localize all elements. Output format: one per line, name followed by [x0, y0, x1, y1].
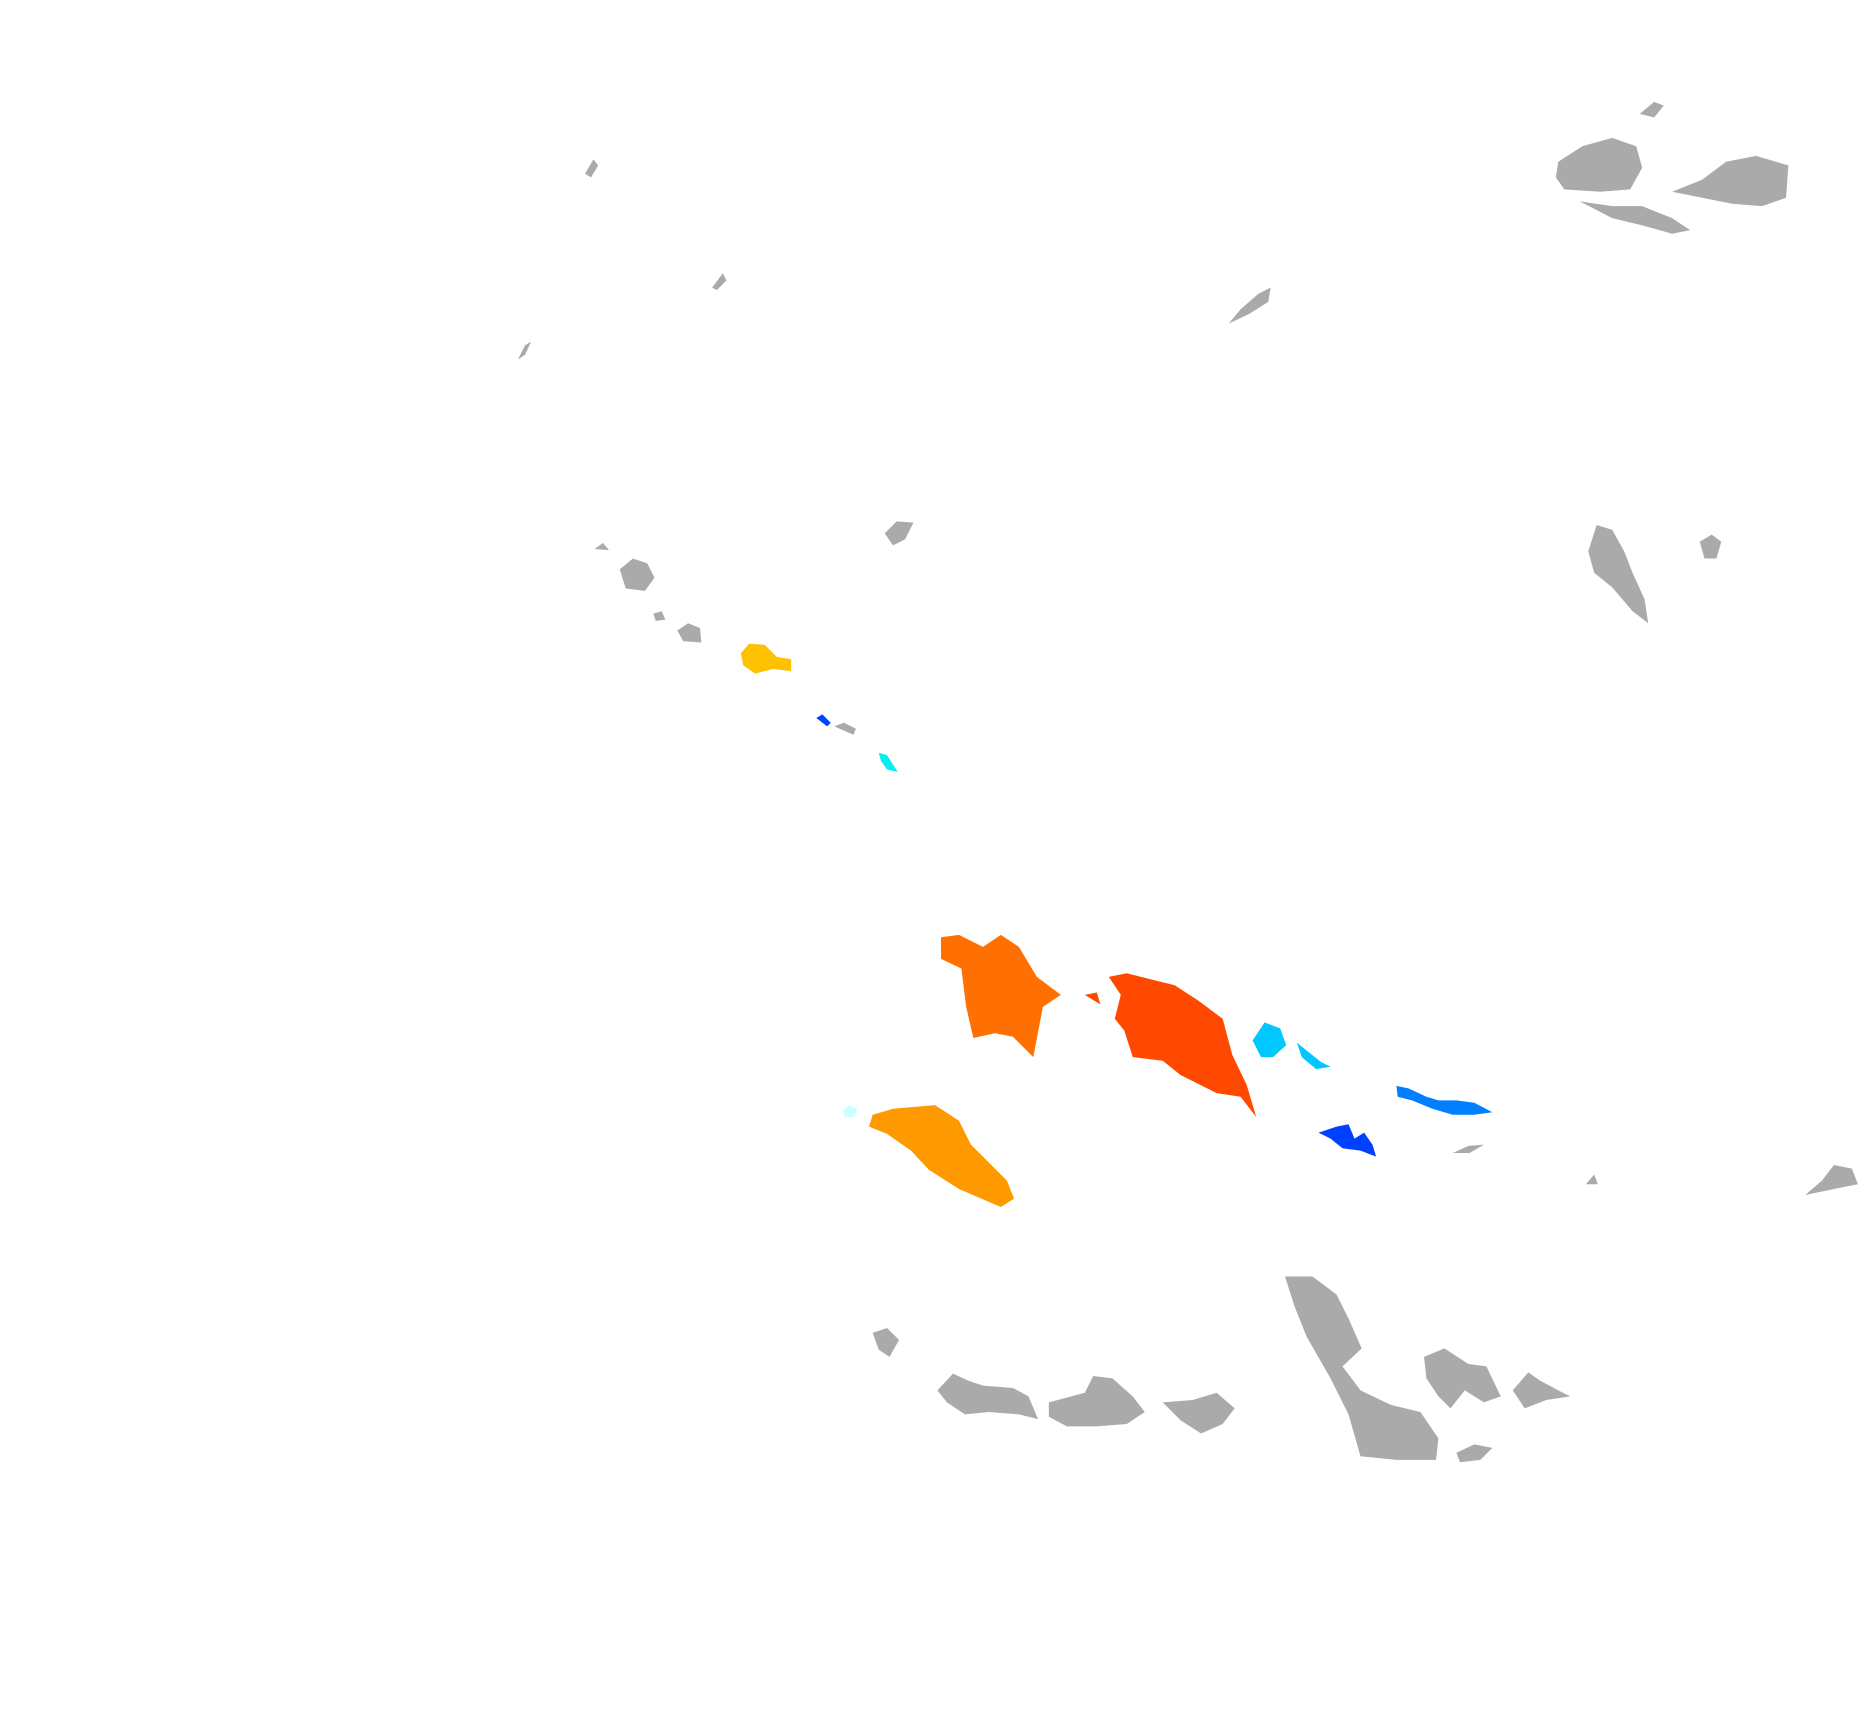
- island-grey: [1512, 1372, 1571, 1409]
- data-regions: [740, 643, 1493, 1207]
- island-grey: [1452, 1144, 1484, 1154]
- region-south-west-island[interactable]: [869, 1105, 1015, 1207]
- island-grey: [884, 521, 914, 546]
- region-islet-blue[interactable]: [816, 714, 831, 727]
- island-grey: [1588, 524, 1649, 624]
- island-grey: [653, 611, 666, 621]
- island-grey: [1424, 1348, 1501, 1409]
- island-grey: [937, 1373, 1039, 1420]
- island-grey: [594, 542, 609, 551]
- region-east-island-b[interactable]: [1396, 1085, 1493, 1115]
- region-east-island-c[interactable]: [1318, 1124, 1377, 1157]
- island-grey: [517, 341, 532, 360]
- island-grey: [712, 273, 727, 291]
- no-data-land: [517, 101, 1858, 1463]
- island-grey: [1228, 287, 1271, 324]
- island-grey: [1555, 137, 1643, 192]
- region-north-west-island[interactable]: [740, 643, 792, 674]
- island-grey: [1284, 1276, 1439, 1460]
- island-grey: [619, 558, 655, 591]
- island-grey: [585, 159, 599, 178]
- region-islet-pale[interactable]: [842, 1105, 858, 1118]
- island-grey: [1162, 1392, 1235, 1434]
- island-grey: [677, 623, 702, 643]
- island-grey: [1639, 101, 1664, 118]
- island-grey: [834, 722, 856, 735]
- island-grey: [1585, 1174, 1598, 1185]
- region-upolu[interactable]: [1084, 973, 1257, 1118]
- region-savaii[interactable]: [940, 934, 1061, 1058]
- island-grey: [1456, 1444, 1493, 1463]
- island-grey: [1579, 201, 1691, 234]
- region-islet-cyan[interactable]: [878, 752, 898, 772]
- island-grey: [872, 1328, 900, 1357]
- region-east-island-a[interactable]: [1252, 1022, 1331, 1070]
- island-grey: [1805, 1165, 1858, 1196]
- island-grey: [1048, 1375, 1145, 1427]
- island-grey: [1699, 534, 1722, 559]
- island-grey: [1672, 155, 1789, 207]
